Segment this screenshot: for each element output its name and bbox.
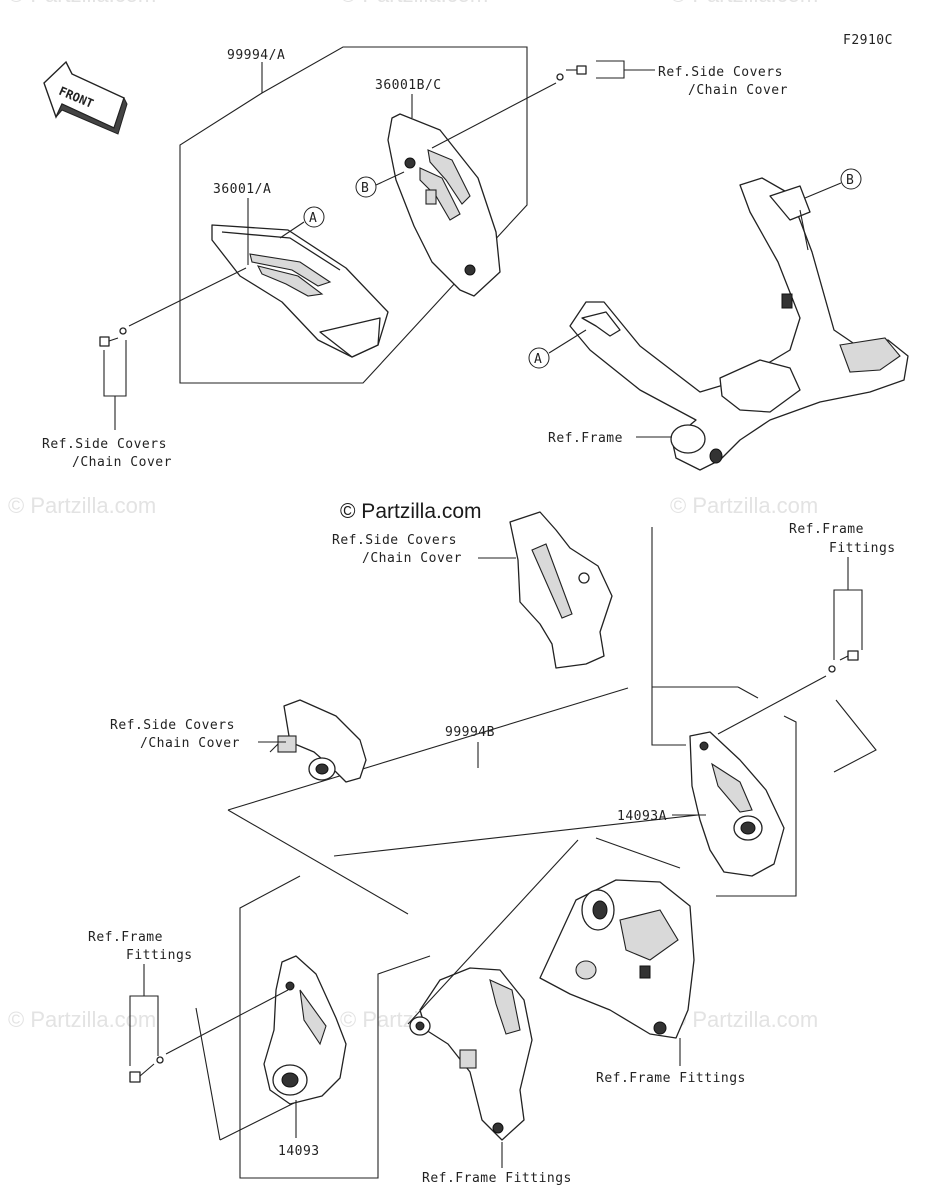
partzilla-watermark: © Partzilla.com [340, 500, 482, 523]
frame-fittings-assembly [539, 879, 695, 1039]
ref-circle-b [355, 176, 377, 198]
label-guard-right: 14093A [617, 809, 667, 824]
watermark: © Partzilla.com [8, 0, 156, 7]
ref-circle-label: A [309, 211, 317, 226]
cover-left-36001a [211, 224, 389, 358]
frame-fittings-bracket [409, 967, 533, 1141]
ref-frame-label: Ref.Frame [548, 431, 623, 446]
label-cover-left: 36001/A [213, 182, 271, 197]
watermark: © Partzilla.com [8, 493, 156, 518]
label-kit-a: 99994/A [227, 48, 285, 63]
watermark: © Partzilla.com [670, 493, 818, 518]
ref-frame-fittings-label: Ref.Frame [88, 930, 163, 945]
ref-chain-cover-label: /Chain Cover [362, 551, 462, 566]
ref-chain-cover-label: /Chain Cover [688, 83, 788, 98]
bolt-icon [99, 327, 127, 347]
ref-frame-fittings-label: Fittings [126, 948, 193, 963]
bolt-icon [556, 65, 587, 81]
ref-circle-a [303, 206, 325, 228]
bolt-icon [828, 650, 859, 673]
ref-chain-cover-label: /Chain Cover [72, 455, 172, 470]
ref-frame-fittings-label: Fittings [829, 541, 896, 556]
ref-circle-a [528, 347, 550, 369]
ref-frame-fittings-label: Ref.Frame Fittings [596, 1071, 746, 1086]
ref-chain-cover-label: /Chain Cover [140, 736, 240, 751]
watermark: © Partzilla.com [340, 0, 488, 7]
side-cover-reference [269, 699, 367, 783]
ref-frame-fittings-label: Ref.Frame [789, 522, 864, 537]
guard-left-14093 [263, 955, 347, 1105]
ref-circle-label: B [846, 173, 854, 188]
watermark: © Partzilla.com [670, 0, 818, 7]
label-kit-b: 99994B [445, 725, 495, 740]
ref-side-covers-label: Ref.Side Covers [110, 718, 235, 733]
frame-drawing [569, 177, 909, 471]
bolt-icon [129, 1056, 164, 1083]
ref-side-covers-label: Ref.Side Covers [658, 65, 783, 80]
cover-right-36001bc [387, 113, 501, 297]
ref-side-covers-label: Ref.Side Covers [332, 533, 457, 548]
watermark: © Partzilla.com [8, 1007, 156, 1032]
label-guard-left: 14093 [278, 1144, 320, 1159]
chain-cover-reference [509, 511, 613, 669]
watermark: © Partzilla.com [670, 1007, 818, 1032]
kit-b-bracket [195, 527, 877, 1179]
guard-right-14093a [689, 731, 785, 877]
label-cover-right: 36001B/C [375, 78, 442, 93]
ref-circle-label: A [534, 352, 542, 367]
front-arrow-icon: FRONT [43, 60, 128, 135]
kit-a-bracket [179, 46, 528, 384]
ref-frame-fittings-label: Ref.Frame Fittings [422, 1171, 572, 1186]
figure-code: F2910C [843, 33, 893, 48]
ref-circle-label: B [361, 181, 369, 196]
ref-circle-b [840, 168, 862, 190]
ref-side-covers-label: Ref.Side Covers [42, 437, 167, 452]
